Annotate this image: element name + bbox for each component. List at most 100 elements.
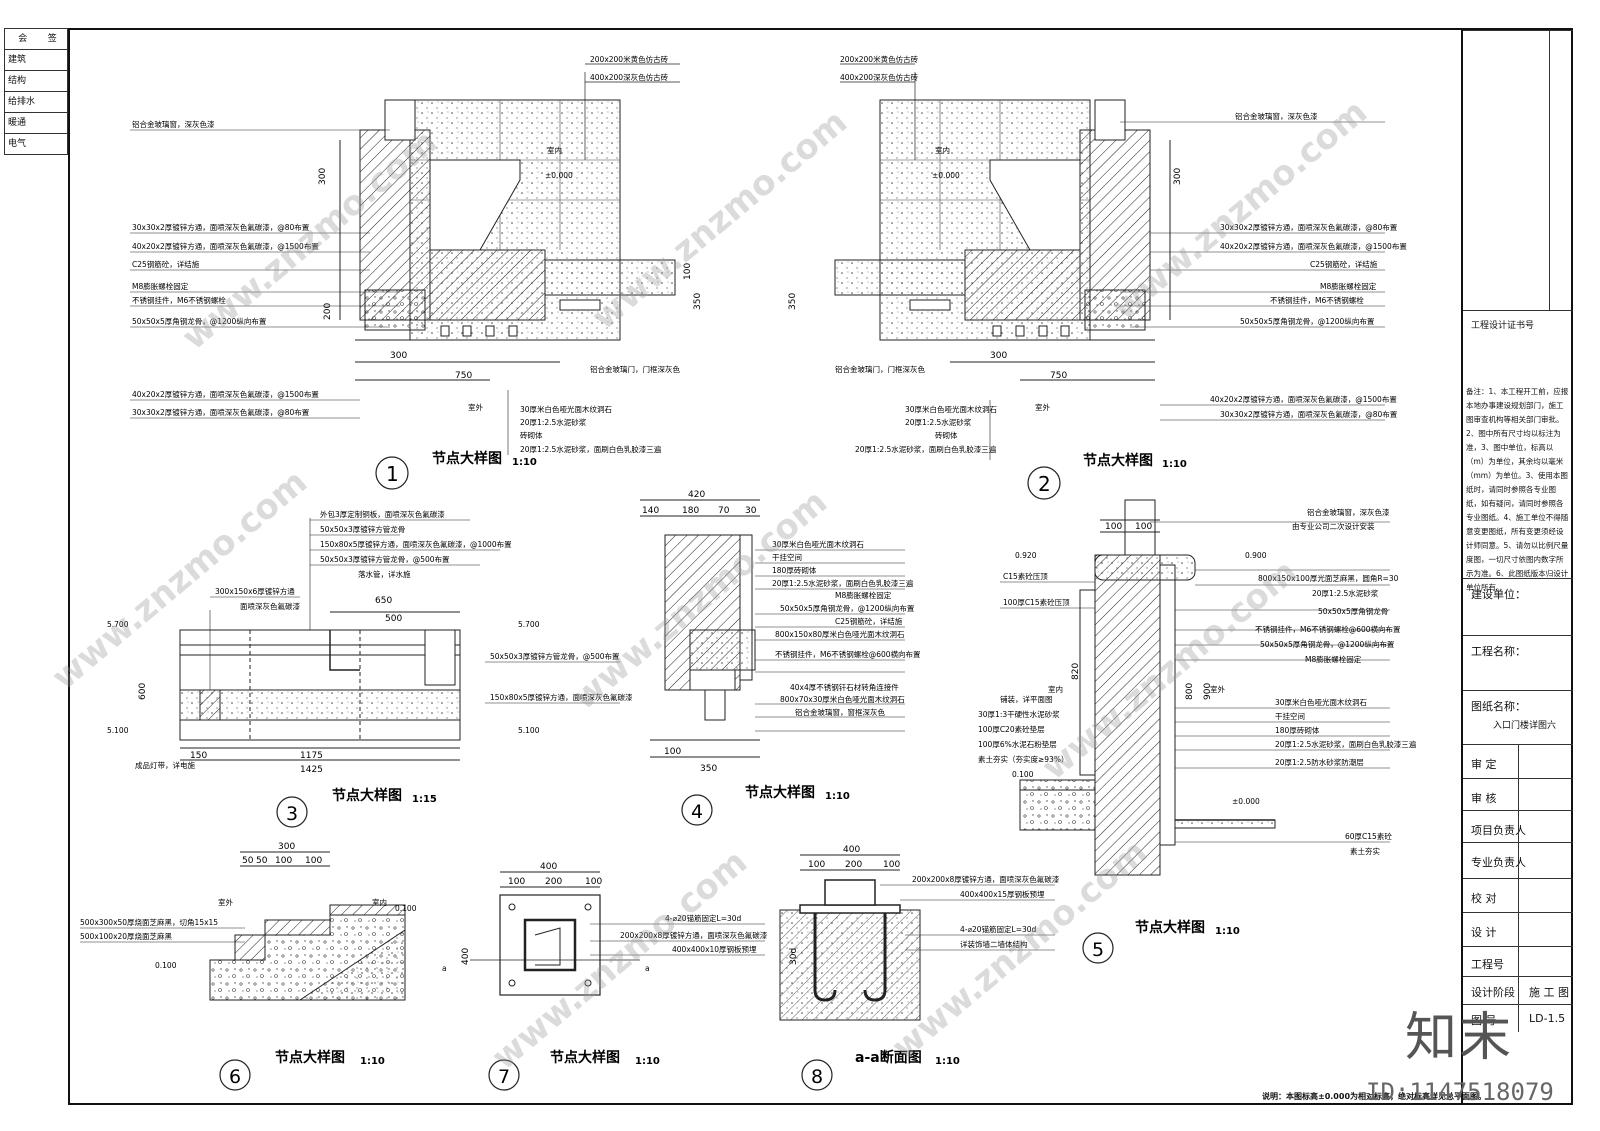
d3-lab-9: 成品灯带，详电施: [135, 760, 195, 770]
d5-lab-15: C15素砼压顶: [1003, 571, 1048, 581]
d5-indoor: 室内: [1048, 684, 1063, 694]
d4-lab-2: 180厚砖砌体: [772, 565, 817, 575]
d2-dim-300h: 300: [990, 351, 1007, 361]
sign-row-plumb: 给排水: [5, 92, 67, 113]
d3-elev-1: 5.700: [518, 620, 540, 629]
d5-dim-900: 900: [1203, 683, 1213, 700]
role-discipline-lead: 专业负责人: [1471, 856, 1526, 869]
d1-dim-300: 300: [318, 168, 328, 185]
d4-lab-7: 800x150x80厚米白色哑光面木纹洞石: [775, 629, 905, 639]
d4-title: 节点大样图: [745, 784, 815, 801]
d5-lab-0: 铝合金玻璃窗，深灰色漆: [1307, 507, 1390, 517]
d4-lab-5: 50x50x5厚角钢龙骨，@1200纵向布置: [780, 603, 915, 613]
d8-dim-100a: 100: [808, 860, 825, 870]
d4-lab-10: 800x70x30厚米白色哑光面木纹洞石: [780, 694, 905, 704]
d4-dim-140: 140: [642, 506, 659, 516]
client-label: 建设单位：: [1471, 588, 1526, 601]
d8-lab-3: 详装饰墙二墙体结构: [960, 939, 1028, 949]
d3-dim-650: 650: [375, 596, 392, 606]
d8-dim-100b: 100: [883, 860, 900, 870]
d6-elev-0: 0.100: [155, 961, 177, 970]
d2-finish-1: 20厚1:2.5水泥砂浆: [905, 417, 972, 427]
d3-lab-0: 外包3厚定制铜板，面喷深灰色氟碳漆: [320, 509, 445, 519]
d7-a-left: a: [442, 964, 447, 973]
d3-elev-0: 5.700: [107, 620, 129, 629]
d3-lab-4: 300x150x6厚镀锌方通: [215, 586, 295, 596]
d2-top-1: 400x200深灰色仿古砖: [840, 72, 919, 82]
d5-lab-10: 180厚砖砌体: [1275, 725, 1320, 735]
d4-lab-4: M8膨胀螺栓固定: [835, 590, 892, 600]
d1-num: 1: [386, 462, 399, 486]
d6-lab-3: 500x100x20厚烧面芝麻黑: [80, 931, 173, 941]
d8-dim-400: 400: [843, 845, 860, 855]
d6-lab-2: 500x300x50厚烧面芝麻黑，切角15x15: [80, 917, 218, 927]
d2-bottom-1: 30x30x2厚镀锌方通，面喷深灰色氟碳漆，@80布置: [1220, 409, 1398, 419]
d4-lab-6: C25钢筋砼，详结施: [835, 616, 903, 626]
d3-title: 节点大样图: [332, 787, 402, 804]
d4-lab-0: 30厚米白色哑光面木纹洞石: [772, 539, 865, 549]
d2-dim-750: 750: [1050, 371, 1067, 381]
role-check: 校 对: [1471, 892, 1497, 905]
d4-dim-350: 350: [700, 764, 717, 774]
d2-indoor: 室内: [935, 145, 950, 155]
d4-lab-11: 铝合金玻璃窗，窗框深灰色: [795, 707, 885, 717]
d8-title: a-a断面图: [855, 1049, 922, 1066]
d5-lab-18: 30厚1:3干硬性水泥砂浆: [978, 709, 1060, 719]
d5-elev-1: 0.900: [1245, 551, 1267, 560]
d1-outdoor: 室外: [468, 402, 483, 412]
design-notes: 备注：1、本工程开工前，应报本地办事建设规划部门，施工图审查机构等相关部门审批。…: [1466, 387, 1569, 592]
id-text: ID:1147518079: [1366, 1078, 1554, 1106]
d1-dim-750: 750: [455, 371, 472, 381]
footer-note: 说明：本图标高±0.000为相对标高，绝对标高详见总平面图。: [1262, 1092, 1487, 1101]
d4-dim-420: 420: [688, 490, 705, 500]
d1-left-5: 不锈钢挂件，M6不锈钢螺栓: [132, 295, 226, 305]
d6-dim-50b: 50: [256, 856, 268, 866]
sign-table-header: 会 签: [5, 29, 67, 50]
d5-elev-3: ±0.000: [1232, 797, 1260, 806]
d7-num: 7: [498, 1066, 510, 1088]
sign-row-arch: 建筑: [5, 50, 67, 71]
d5-lab-6: 50x50x5厚角钢龙骨，@1200纵向布置: [1260, 639, 1395, 649]
role-review: 审 核: [1471, 792, 1497, 805]
d2-finish-3: 20厚1:2.5水泥砂浆，面刷白色乳胶漆三遍: [855, 444, 997, 454]
drawing-name: 入口门楼详图六: [1493, 721, 1557, 731]
d5-dim-820: 820: [1071, 663, 1081, 680]
d3-num: 3: [286, 803, 298, 825]
d5-lab-19: 100厚C20素砼垫层: [978, 724, 1045, 734]
d1-top-0: 200x200米黄色仿古砖: [590, 54, 669, 64]
d5-lab-12: 20厚1:2.5防水砂浆防潮层: [1275, 757, 1364, 767]
d5-lab-16: 100厚C15素砼压顶: [1003, 597, 1070, 607]
d6-dim-100b: 100: [305, 856, 322, 866]
detail-5: 100 100 820 800 900 0.920 0.900 0.100 ±0…: [978, 499, 1417, 964]
d1-door: 铝合金玻璃门，门框深灰色: [590, 364, 680, 374]
d5-lab-3: 20厚1:2.5水泥砂浆: [1312, 588, 1379, 598]
title-block: 工程设计证书号 备注：1、本工程开工前，应报本地办事建设规划部门，施工图审查机构…: [1461, 30, 1573, 1103]
d3-elev-3: 5.100: [518, 726, 540, 735]
drawing-frame: [68, 28, 1573, 1105]
d1-bottom-1: 30x30x2厚镀锌方通，面喷深灰色氟碳漆，@80布置: [132, 407, 310, 417]
d1-left-6: 50x50x5厚角钢龙骨，@1200纵向布置: [132, 316, 267, 326]
brand-logo: 知末: [1405, 1008, 1514, 1068]
d5-lab-14: 素土夯实: [1350, 846, 1380, 856]
d6-dim-50a: 50: [242, 856, 254, 866]
d3-dim-1175: 1175: [300, 751, 323, 761]
d3-dim-150: 150: [190, 751, 207, 761]
d1-scale: 1:10: [512, 457, 537, 468]
d4-scale: 1:10: [825, 791, 850, 802]
d3-elev-2: 5.100: [107, 726, 129, 735]
d3-lab-2: 150x80x5厚镀锌方通，面喷深灰色氟碳漆，@1000布置: [320, 539, 512, 549]
d2-dim-300: 300: [1173, 168, 1183, 185]
d8-lab-1: 400x400x15厚钢板预埋: [960, 889, 1045, 899]
d5-lab-9: 干挂空间: [1275, 711, 1305, 721]
d5-lab-1: 由专业公司二次设计安装: [1292, 521, 1375, 531]
d1-left-3: C25钢筋砼，详结施: [132, 259, 200, 269]
d4-dim-70: 70: [718, 506, 730, 516]
d3-lab-6: 落水管，详水施: [358, 569, 411, 579]
d1-left-0: 铝合金玻璃窗，深灰色漆: [132, 119, 215, 129]
d5-elev-2: 0.100: [1012, 770, 1034, 779]
d5-lab-4: 50x50x5厚角钢龙骨: [1318, 606, 1388, 616]
d6-scale: 1:10: [360, 1056, 385, 1067]
d2-right-2: 40x20x2厚镀锌方通，面喷深灰色氟碳漆，@1500布置: [1220, 241, 1407, 251]
d8-dim-200: 200: [845, 860, 862, 870]
d8-num: 8: [811, 1066, 823, 1088]
